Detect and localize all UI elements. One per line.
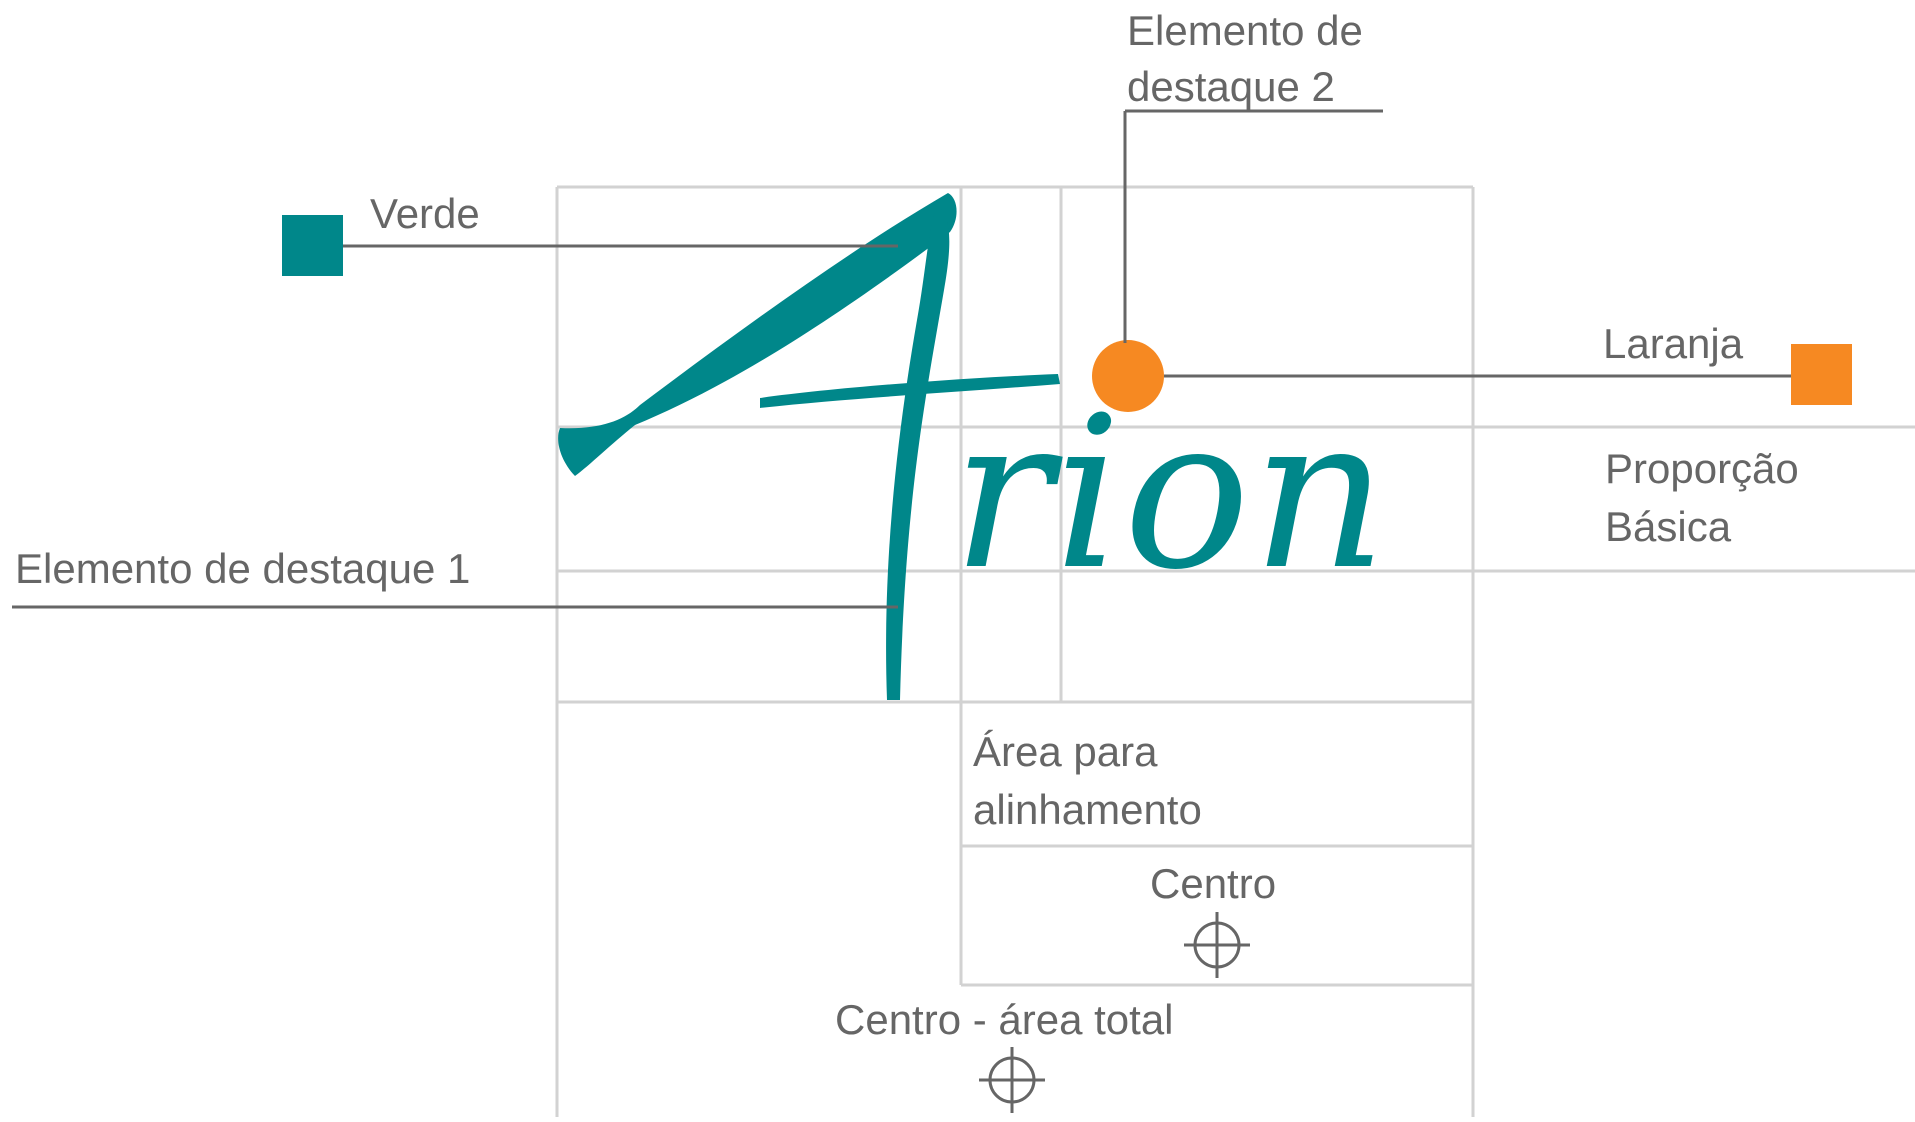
label-alignment-line1: Área para [973, 728, 1158, 775]
label-verde: Verde [370, 190, 480, 237]
crosshair-total-icon [979, 1047, 1045, 1113]
label-highlight-1: Elemento de destaque 1 [15, 545, 470, 592]
center-marker-group: Centro [1150, 860, 1276, 978]
label-proportion-line1: Proporção [1605, 445, 1799, 492]
logo-letter-a-stem [886, 205, 950, 700]
logo-word-rion: rion [952, 371, 1389, 616]
callout-highlight-1: Elemento de destaque 1 [12, 545, 898, 609]
laranja-swatch [1791, 344, 1852, 405]
callout-verde: Verde [282, 190, 898, 276]
logo-orange-dot [1092, 340, 1164, 412]
total-center-marker-group: Centro - área total [835, 996, 1174, 1113]
arion-logo: rion [558, 193, 1389, 700]
label-center-total: Centro - área total [835, 996, 1174, 1043]
callout-laranja: Laranja [1164, 320, 1852, 405]
logo-letter-a-diagonal [558, 193, 957, 476]
crosshair-icon [1184, 912, 1250, 978]
construction-grid [555, 185, 1915, 1117]
label-highlight-2-line2: destaque 2 [1127, 63, 1335, 110]
verde-swatch [282, 215, 343, 276]
proportion-label: Proporção Básica [1605, 445, 1799, 550]
label-alignment-line2: alinhamento [973, 786, 1202, 833]
label-highlight-2-line1: Elemento de [1127, 7, 1363, 54]
label-laranja: Laranja [1603, 320, 1744, 367]
callout-highlight-2: Elemento de destaque 2 [1123, 7, 1383, 343]
label-proportion-line2: Básica [1605, 503, 1732, 550]
label-center: Centro [1150, 860, 1276, 907]
alignment-area: Área para alinhamento [973, 728, 1202, 833]
logo-letter-a-crossbar [760, 374, 1060, 408]
